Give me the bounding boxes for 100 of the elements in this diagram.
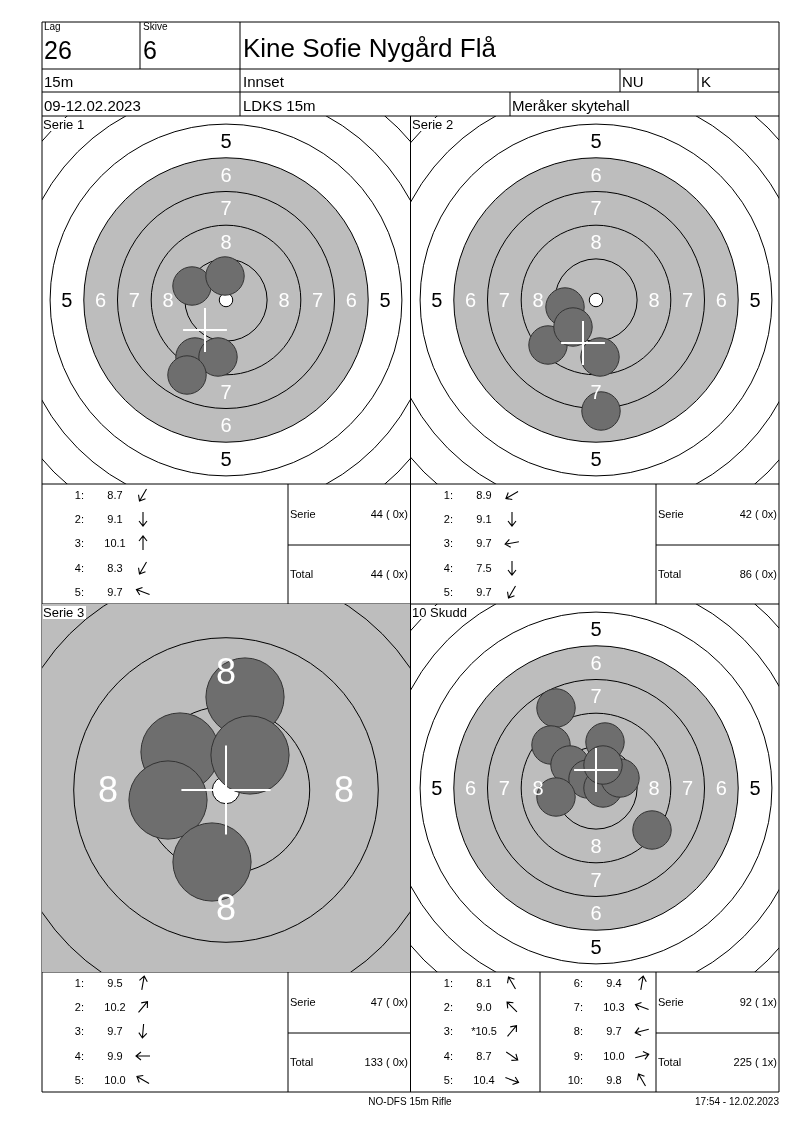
panel-title: Serie 1 [43, 118, 87, 131]
shot-score: *10.5 [471, 1025, 497, 1037]
ring-number: 7 [128, 290, 140, 310]
series-score: 92 ( 1x) [739, 996, 777, 1008]
ring-number: 5 [590, 618, 602, 639]
shot-number: 4: [443, 562, 453, 574]
shot-number: 8: [573, 1025, 583, 1037]
series-score: 86 ( 0x) [739, 568, 777, 580]
series-label: Serie [290, 508, 316, 520]
field-value: 6 [143, 37, 157, 63]
ring-number: 8 [590, 835, 602, 856]
shot-score: 7.5 [476, 562, 492, 574]
ring-number: 6 [220, 415, 232, 436]
ring-number: 5 [379, 290, 391, 310]
shot-score: 9.7 [476, 586, 492, 598]
ring-number: 5 [749, 778, 761, 798]
series-label: Total [658, 568, 682, 580]
ring-number: 6 [465, 778, 477, 798]
series-label: Total [290, 568, 314, 580]
ring-number: 8 [532, 290, 544, 310]
shot-score: 9.5 [107, 977, 123, 989]
shot-score: 9.0 [476, 1001, 492, 1013]
ring-number: 6 [715, 778, 727, 798]
ring-number: 8 [333, 772, 354, 808]
ring-number: 7 [682, 778, 694, 798]
shot-score: 10.0 [104, 1074, 126, 1086]
ring-number: 5 [220, 449, 232, 470]
field-label: Skive [143, 22, 168, 32]
footer-text: NO-DFS 15m Rifle [368, 1097, 452, 1107]
shot-score: 8.9 [476, 489, 492, 501]
shot-number: 5: [443, 1074, 453, 1086]
series-label: Total [658, 1056, 682, 1068]
ring-number: 8 [216, 890, 236, 926]
shot-score: 9.7 [107, 1025, 123, 1037]
series-score: 133 ( 0x) [364, 1056, 408, 1068]
ring-number: 5 [61, 290, 73, 310]
shot-score: 10.3 [603, 1001, 625, 1013]
shot-number: 4: [74, 1050, 84, 1062]
shot-number: 2: [443, 1001, 453, 1013]
ring-number: 7 [590, 686, 602, 707]
series-score: 42 ( 0x) [739, 508, 777, 520]
footer-text: 17:54 - 12.02.2023 [695, 1097, 779, 1107]
shot-number: 4: [74, 562, 84, 574]
shot-number: 5: [443, 586, 453, 598]
shot-score: 9.7 [606, 1025, 622, 1037]
shot-number: 2: [74, 1001, 84, 1013]
shot-score: 9.7 [107, 586, 123, 598]
shot-number: 7: [573, 1001, 583, 1013]
ring-number: 6 [715, 290, 727, 310]
series-score: 47 ( 0x) [370, 996, 408, 1008]
shot-score: 10.2 [104, 1001, 126, 1013]
series-label: Serie [658, 996, 684, 1008]
ring-number: 7 [682, 290, 694, 310]
shot-score: 10.1 [104, 537, 126, 549]
ring-number: 7 [498, 778, 510, 798]
shot-score: 10.4 [473, 1074, 495, 1086]
ring-number: 7 [220, 198, 232, 219]
shot-score: 9.8 [606, 1074, 622, 1086]
ring-number: 5 [590, 130, 602, 151]
panel-title: Serie 2 [412, 118, 456, 131]
ring-number: 6 [95, 290, 107, 310]
shot-score: 8.7 [476, 1050, 492, 1062]
ring-number: 8 [648, 778, 660, 798]
series-score: 44 ( 0x) [370, 508, 408, 520]
ring-number: 5 [431, 290, 443, 310]
field-value: 09-12.02.2023 [44, 97, 141, 113]
shot-score: 9.1 [107, 513, 123, 525]
shot-score: 9.1 [476, 513, 492, 525]
ring-number: 6 [465, 290, 477, 310]
ring-number: 6 [590, 903, 602, 924]
shooter-name: Kine Sofie Nygård Flå [243, 35, 496, 61]
ring-number: 6 [590, 652, 602, 673]
ring-number: 6 [345, 290, 357, 310]
ring-number: 8 [98, 772, 118, 808]
ring-number: 8 [590, 232, 602, 253]
shot-score: 9.7 [476, 537, 492, 549]
shot-number: 3: [443, 1025, 453, 1037]
field-value: NU [622, 73, 644, 89]
shot-number: 3: [443, 537, 453, 549]
field-value: Innset [243, 73, 284, 89]
ring-number: 7 [590, 198, 602, 219]
field-value: 15m [44, 73, 74, 89]
shot-score: 8.7 [107, 489, 123, 501]
shot-number: 5: [74, 1074, 84, 1086]
shot-score: 8.1 [476, 977, 492, 989]
shot-number: 9: [573, 1050, 583, 1062]
shot-number: 10: [567, 1074, 583, 1086]
shot-number: 5: [74, 586, 84, 598]
ring-number: 7 [312, 290, 324, 310]
ring-number: 5 [590, 449, 602, 470]
ring-number: 7 [220, 381, 232, 402]
ring-number: 5 [220, 130, 232, 151]
series-label: Total [290, 1056, 314, 1068]
ring-number: 7 [590, 381, 602, 402]
ring-number: 8 [216, 654, 236, 690]
series-score: 44 ( 0x) [370, 568, 408, 580]
series-score: 225 ( 1x) [733, 1056, 777, 1068]
shot-score: 8.3 [107, 562, 123, 574]
shot-score: 9.9 [107, 1050, 123, 1062]
field-label: Lag [44, 22, 61, 32]
